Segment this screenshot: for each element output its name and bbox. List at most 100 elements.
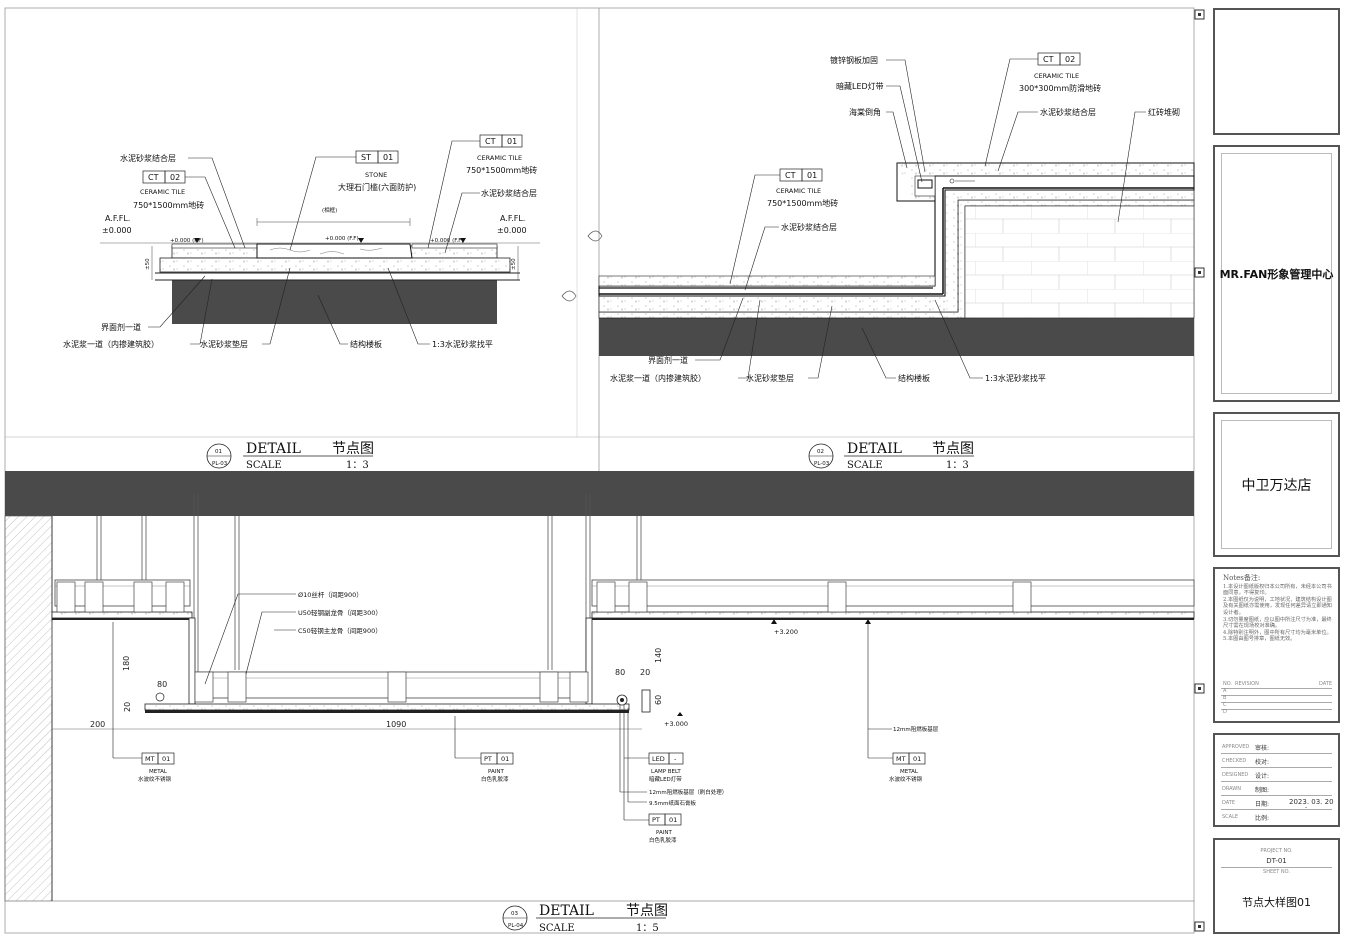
approval-line-4 (1221, 809, 1332, 810)
d02-bottom-label-3: 结构楼板 (898, 373, 930, 383)
d03-led-extra-1: 9.5mm纸面石膏板 (649, 799, 696, 807)
d02-bottom-label-4: 1:3水泥砂浆找平 (985, 373, 1046, 383)
d03-mt-left-num: 01 (162, 755, 170, 763)
d03-tag-pt-mid: PT 01 PAINT 白色乳胶漆 (454, 716, 514, 783)
d02-label-top-2: 海棠倒角 (849, 107, 881, 117)
svg-text:(相框): (相框) (322, 206, 337, 214)
checked-en: CHECKED (1222, 758, 1247, 764)
d02-bottom-label-1: 水泥浆一道（内掺建筑胶） (610, 373, 706, 383)
d01-bottom-label-3: 结构楼板 (350, 339, 382, 349)
drawn-cn: 制图: (1255, 787, 1270, 794)
d03-note-1: U50轻钢副龙骨（间距300） (298, 608, 382, 617)
revision-line-c (1221, 709, 1332, 710)
sheet-line (1221, 867, 1332, 868)
approved-cn: 审核: (1255, 745, 1270, 752)
d03-board-callout: 12mm阻燃板基层 (865, 619, 939, 758)
d03-mt-right-name: METAL (900, 769, 919, 775)
d02-mortar-mid: 水泥砂浆结合层 (781, 222, 837, 232)
d03-note-0: Ø10丝杆（间距900） (298, 590, 363, 599)
d03-title-en: DETAIL (539, 903, 594, 919)
d03-pt-bottom-num: 01 (669, 816, 677, 824)
d02-bottom-label-0: 界面剂一道 (648, 355, 688, 365)
d01-title-en: DETAIL (246, 441, 301, 457)
d03-tag-mt-right: MT 01 METAL 水波纹不锈钢 (868, 752, 926, 783)
d03-dim-80b: 80 (615, 668, 625, 677)
d01-title-cn: 节点图 (332, 441, 374, 457)
d01-num: 01 (215, 449, 222, 455)
d01-bottom-label-4: 1:3水泥砂浆找平 (432, 339, 493, 349)
d03-note-2: C50轻钢主龙骨（间距900） (298, 626, 382, 635)
detail-01: (相框) +0.000 (F.F) +0.000 (F.F) +0.000 (F… (63, 134, 603, 471)
revision-revision-header: REVISION (1235, 681, 1259, 687)
d03-level-3200: +3.200 (774, 628, 798, 636)
d02-label-top-0: 镀锌钢板加固 (830, 55, 878, 65)
note-1: 2.本图纸仅为说明，工地状况、建筑结构设计图及有关图纸亦需使用，发现任何差异请立… (1223, 596, 1332, 616)
d01-st01-name: STONE (365, 171, 387, 179)
detail-03: 200 1090 180 80 20 80 20 140 60 +3.200 +… (4, 471, 1195, 934)
titleblock-logo-box (1213, 8, 1340, 135)
d02-ref: PL-03 (814, 461, 830, 467)
d03-led-extra-0: 12mm阻燃板基层（刷白处理） (649, 788, 727, 796)
d01-st01-code: ST (361, 153, 371, 162)
d03-ref: PL-04 (508, 923, 524, 929)
approval-line-0 (1221, 753, 1332, 754)
d01-ct02-num: 02 (170, 173, 180, 182)
d01-ct01-code: CT (485, 137, 496, 146)
checked-cn: 校对: (1255, 759, 1270, 766)
d03-dim-180: 180 (122, 656, 131, 671)
d01-bottom-label-0: 界面剂一道 (101, 322, 141, 332)
d03-dim-60: 60 (654, 695, 663, 705)
d02-label-top-1: 暗藏LED灯带 (836, 81, 884, 91)
d02-tag-ct02: CT 02 CERAMIC TILE 300*300mm防滑地砖 (1019, 52, 1101, 93)
scale-cn: 比例: (1255, 815, 1270, 822)
d01-ct02-desc: 750*1500mm地砖 (133, 200, 204, 210)
svg-text:+0.000 (F.F): +0.000 (F.F) (170, 238, 204, 244)
d03-mt-right-desc: 水波纹不锈钢 (889, 775, 923, 783)
d02-mortar-top: 水泥砂浆结合层 (1040, 107, 1096, 117)
store-name: 中卫万达店 (1241, 477, 1312, 494)
titleblock-approval-box: APPROVED 审核: CHECKED 校对: DESIGNED 设计: DR… (1213, 733, 1340, 827)
revision-line-a (1221, 695, 1332, 696)
d01-ct01-num: 01 (507, 137, 517, 146)
d03-dim-20b: 20 (640, 668, 650, 677)
note-4: 5.本图由图号排章，图纸无效。 (1223, 636, 1296, 643)
d02-ct01-num: 01 (807, 171, 817, 180)
d01-ct02-name: CERAMIC TILE (140, 188, 185, 196)
d03-title-cn: 节点图 (626, 903, 668, 919)
d01-top-left-label: 水泥砂浆结合层 (120, 153, 176, 163)
notes-block: Notes备注: 1.本设计图纸版权归本公司所有，未经本公司书面同意，不得复印。… (1223, 575, 1332, 643)
project-no: DT-01 (1266, 857, 1287, 865)
d03-tag-pt-bottom: PT 01 PAINT 白色乳胶漆 (624, 813, 682, 844)
d02-ct02-desc: 300*300mm防滑地砖 (1019, 83, 1101, 93)
date-cn: 日期: (1255, 801, 1270, 808)
d03-pt-mid-num: 01 (501, 755, 509, 763)
d02-ct02-num: 02 (1065, 55, 1075, 64)
titleblock-notes-box: Notes备注: 1.本设计图纸版权归本公司所有，未经本公司书面同意，不得复印。… (1213, 567, 1340, 723)
d02-brick: 红砖堆砌 (1148, 107, 1180, 117)
d01-scale-value: 1：3 (346, 460, 369, 471)
note-0: 1.本设计图纸版权归本公司所有，未经本公司书面同意，不得复印。 (1223, 583, 1332, 597)
note-3: 4.除特别注明外，图中所有尺寸均为毫米单位。 (1223, 629, 1332, 636)
approved-en: APPROVED (1222, 744, 1250, 750)
d02-ct01-name: CERAMIC TILE (776, 187, 821, 195)
revision-row-d: D (1223, 709, 1227, 715)
d03-dim-140: 140 (654, 648, 663, 663)
d01-right-level: ±0.000 (497, 226, 527, 235)
d01-bottom-label-1: 水泥浆一道（内掺建筑胶） (63, 339, 159, 349)
d03-pt-mid-desc: 白色乳胶漆 (481, 775, 509, 783)
d03-pt-bottom-name: PAINT (656, 830, 672, 836)
d03-pt-mid-name: PAINT (488, 769, 504, 775)
d02-ct01-desc: 750*1500mm地砖 (767, 198, 838, 208)
project-name: MR.FAN形象管理中心 (1219, 267, 1334, 281)
d03-mt-left-desc: 水波纹不锈钢 (138, 775, 172, 783)
d03-led-code: LED (652, 755, 665, 763)
designed-en: DESIGNED (1222, 772, 1249, 778)
d03-board-label: 12mm阻燃板基层 (893, 725, 939, 733)
d03-led-num: - (674, 755, 677, 763)
d03-mt-right-num: 01 (913, 755, 921, 763)
svg-text:+0.000 (F.F): +0.000 (F.F) (325, 236, 359, 242)
d02-ct01-code: CT (785, 171, 796, 180)
note-2: 3.切勿量度图纸，应以图中所注尺寸为准，最终尺寸需在现场校对准确。 (1223, 616, 1332, 630)
titleblock-sheet-box: PROJECT NO. DT-01 SHEET NO. 节点大样图01 (1213, 838, 1340, 934)
d03-mt-right-code: MT (896, 755, 906, 763)
